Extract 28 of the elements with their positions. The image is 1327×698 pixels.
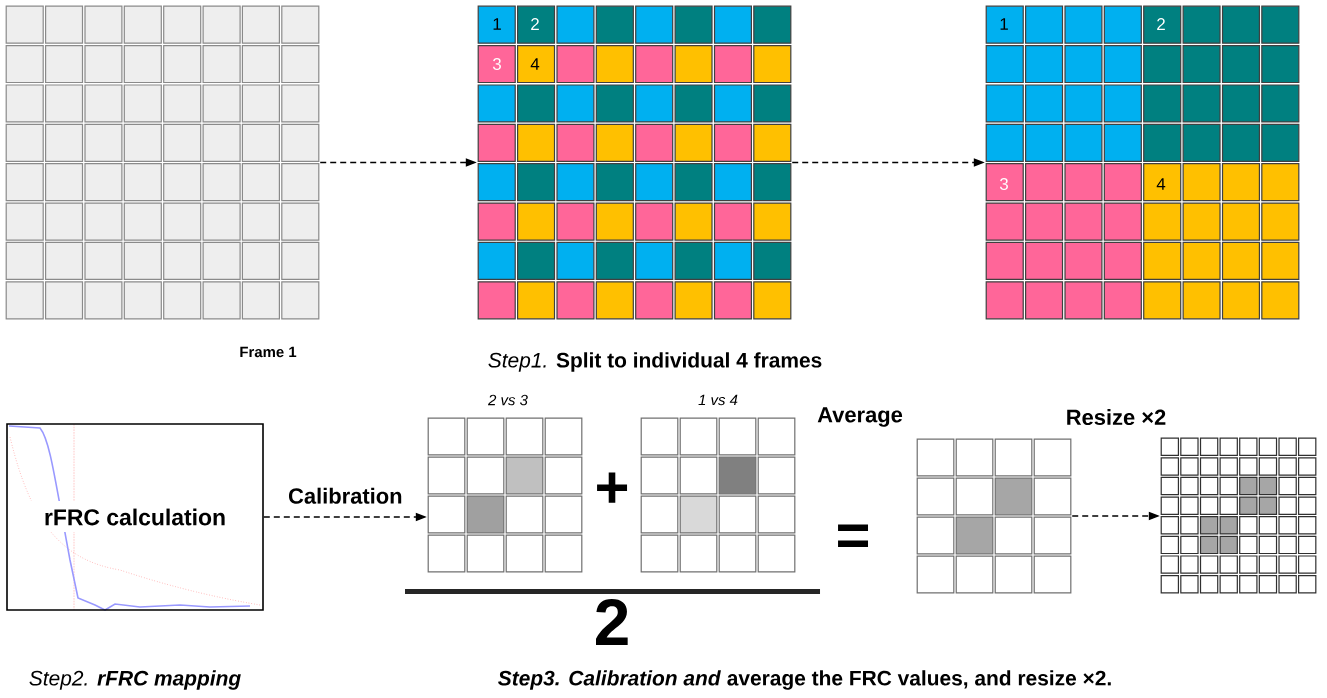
cell-number: 2 xyxy=(1157,18,1165,30)
cell-number: 2 xyxy=(531,18,539,30)
cell-number: 3 xyxy=(492,58,501,70)
edge-label: Calibration xyxy=(289,487,402,504)
pixel-grid xyxy=(1160,437,1317,594)
pixel-grid xyxy=(640,417,796,573)
cell-number: 1 xyxy=(493,18,501,30)
cell-number: 1 xyxy=(1000,18,1008,30)
plot-box: rFRC calculation xyxy=(6,423,264,611)
node-label: 1 vs 4 xyxy=(698,394,738,406)
pixel-grid xyxy=(477,5,792,320)
operator-sign: = xyxy=(838,524,868,548)
caption: Step1. Split to individual 4 frames xyxy=(488,352,822,372)
pixel-grid xyxy=(916,438,1072,594)
node-label: Frame 1 xyxy=(240,346,297,358)
pixel-grid xyxy=(427,417,583,573)
pixel-grid xyxy=(985,5,1300,320)
caption: Average xyxy=(817,407,903,427)
cell-number: 3 xyxy=(999,178,1008,190)
operator-sign: + xyxy=(597,472,628,503)
pixel-grid xyxy=(5,5,320,320)
cell-number: 4 xyxy=(530,58,540,70)
node-label: 2 vs 3 xyxy=(488,394,528,406)
node-label: Resize ×2 xyxy=(1067,408,1166,426)
cell-number: 4 xyxy=(1156,178,1166,190)
caption: Step3. Calibration and average the FRC values, and resize ×2. xyxy=(498,670,1111,690)
caption: Step2. rFRC mapping xyxy=(29,670,241,690)
denominator: 2 xyxy=(596,599,628,645)
